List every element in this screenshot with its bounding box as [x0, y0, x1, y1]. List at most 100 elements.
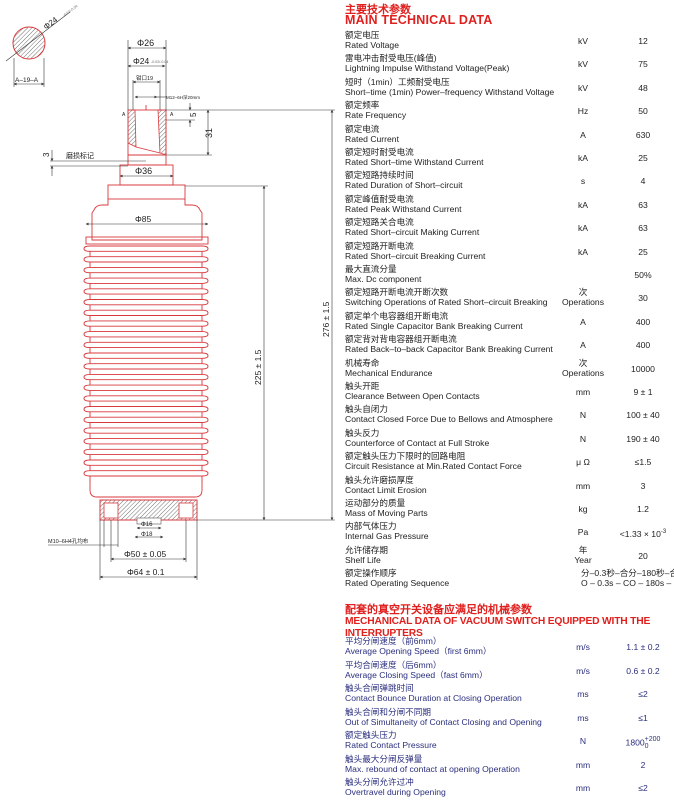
- param-unit: kg: [555, 504, 611, 514]
- param-unit: kA: [555, 223, 611, 233]
- param-name-en: Rated Contact Pressure: [345, 740, 437, 750]
- d50-label: Φ50 ± 0.05: [124, 549, 166, 559]
- param-name-cn: 额定短路开断电流: [345, 240, 414, 251]
- value-exponent: -3: [660, 529, 667, 536]
- param-unit: μ Ω: [555, 457, 611, 467]
- unit-secondary: Operations: [561, 367, 605, 378]
- param-name-en: Rated Duration of Short–circuit: [345, 180, 463, 191]
- bellows-ripple: [83, 427, 209, 439]
- bellows-ripple: [83, 416, 209, 428]
- param-unit: Pa: [555, 527, 611, 537]
- param-name-en: Lightning Impulse Withstand Voltage(Peak…: [345, 63, 510, 74]
- param-unit: m/s: [555, 666, 611, 676]
- bellows-ripple: [83, 459, 209, 471]
- param-name-cn: 触头合闸弹跳时间: [345, 683, 414, 693]
- param-value: 48: [611, 83, 674, 93]
- param-value: 50%: [611, 270, 674, 280]
- dim3-label: 3: [42, 152, 51, 157]
- unit-primary: N: [579, 433, 587, 444]
- bellows-ripples: [83, 245, 209, 482]
- param-name-cn: 额定触头压力下限时的回路电阻: [345, 451, 466, 462]
- value-text: 4: [640, 176, 646, 187]
- bellows-ripple: [83, 352, 209, 364]
- unit-primary: kV: [577, 36, 589, 46]
- param-name-cn: 触头开距: [345, 381, 380, 391]
- param-name-cn: 平均合闸速度（后6mm）: [345, 659, 442, 670]
- main-title-en: MAIN TECHNICAL DATA: [345, 13, 493, 27]
- mech-title-en: MECHANICAL DATA OF VACUUM SWITCH EQUIPPE…: [345, 615, 651, 639]
- param-value: 1.2: [611, 504, 674, 514]
- param-name-en: Rated Short–circuit Breaking Current: [345, 250, 486, 261]
- value-text: 9 ± 1: [633, 387, 653, 397]
- param-value: 25: [611, 247, 674, 257]
- unit-primary: μ Ω: [576, 457, 590, 468]
- param-value: 4: [611, 176, 674, 186]
- param-name-en: Rate Frequency: [345, 110, 407, 121]
- value-text: 3: [640, 480, 646, 491]
- param-unit: N: [555, 434, 611, 444]
- unit-primary: kV: [577, 82, 589, 93]
- h276-label: 276 ± 1.5: [321, 301, 331, 337]
- param-unit: kV: [555, 36, 611, 46]
- thread-label: M12–6H深20mm: [166, 94, 200, 101]
- bellows-ripple: [83, 277, 209, 289]
- param-name-en: Clearance Between Open Contacts: [345, 391, 480, 401]
- param-name-en: Contact Limit Erosion: [345, 484, 427, 495]
- param-value: 25: [611, 153, 674, 163]
- d64-label: Φ64 ± 0.1: [127, 567, 165, 577]
- dim31-label: 31: [204, 128, 214, 138]
- value-text: 1.2: [637, 504, 649, 514]
- value-text: ≤2: [638, 783, 648, 793]
- param-unit: ms: [555, 713, 611, 723]
- param-name-cn: 额定短路持续时间: [345, 170, 414, 181]
- unit-primary: kA: [577, 246, 589, 257]
- unit-primary: m/s: [576, 642, 590, 652]
- param-name-en: Average Opening Speed（first 6mm）: [345, 646, 492, 656]
- param-name-en: Rated Back–to–back Capacitor Bank Breaki…: [345, 344, 553, 355]
- value-text: 2: [640, 759, 646, 770]
- param-value: 1.1 ± 0.2: [611, 642, 674, 652]
- table-row: 平均分闸速度（前6mm）Average Opening Speed（first …: [345, 636, 674, 659]
- param-value: 190 ± 40: [611, 434, 674, 444]
- value-text: 30: [638, 293, 648, 304]
- main-title-cn: 主要技术参数: [345, 4, 411, 16]
- param-name-en: Counterforce of Contact at Full Stroke: [345, 437, 490, 448]
- bellows-ripple: [83, 266, 209, 279]
- param-name-en: Contact Bounce Duration at Closing Opera…: [345, 693, 522, 703]
- jaw-label: 钳口19: [136, 74, 153, 82]
- moving-stem: [83, 105, 209, 525]
- unit-primary: ms: [577, 689, 589, 699]
- param-name-en: Rated Short–circuit Making Current: [345, 227, 480, 238]
- unit-primary: mm: [575, 387, 591, 397]
- param-value: 100 ± 40: [611, 410, 674, 420]
- param-value: 10000: [611, 364, 674, 374]
- param-name-cn: 额定短时耐受电流: [345, 147, 414, 157]
- bellows-ripple: [83, 395, 209, 407]
- bellows-ripple: [83, 309, 209, 321]
- unit-secondary: Operations: [561, 297, 605, 308]
- unit-primary: s: [580, 176, 586, 187]
- param-name-en: Max. Dc component: [345, 274, 422, 284]
- param-unit: ms: [555, 689, 611, 699]
- value-text: ≤1.5: [634, 457, 652, 468]
- param-value: 63: [611, 223, 674, 233]
- d16-label: Φ16: [141, 522, 153, 528]
- value-text: 48: [638, 82, 648, 93]
- param-value: 630: [611, 130, 674, 140]
- param-unit: kA: [555, 247, 611, 257]
- param-name-cn: 触头合闸和分闸不同期: [345, 706, 431, 717]
- d24-tolerance: -0.02/-0.04: [151, 60, 168, 64]
- unit-primary: kV: [577, 59, 589, 70]
- param-unit: mm: [555, 760, 611, 770]
